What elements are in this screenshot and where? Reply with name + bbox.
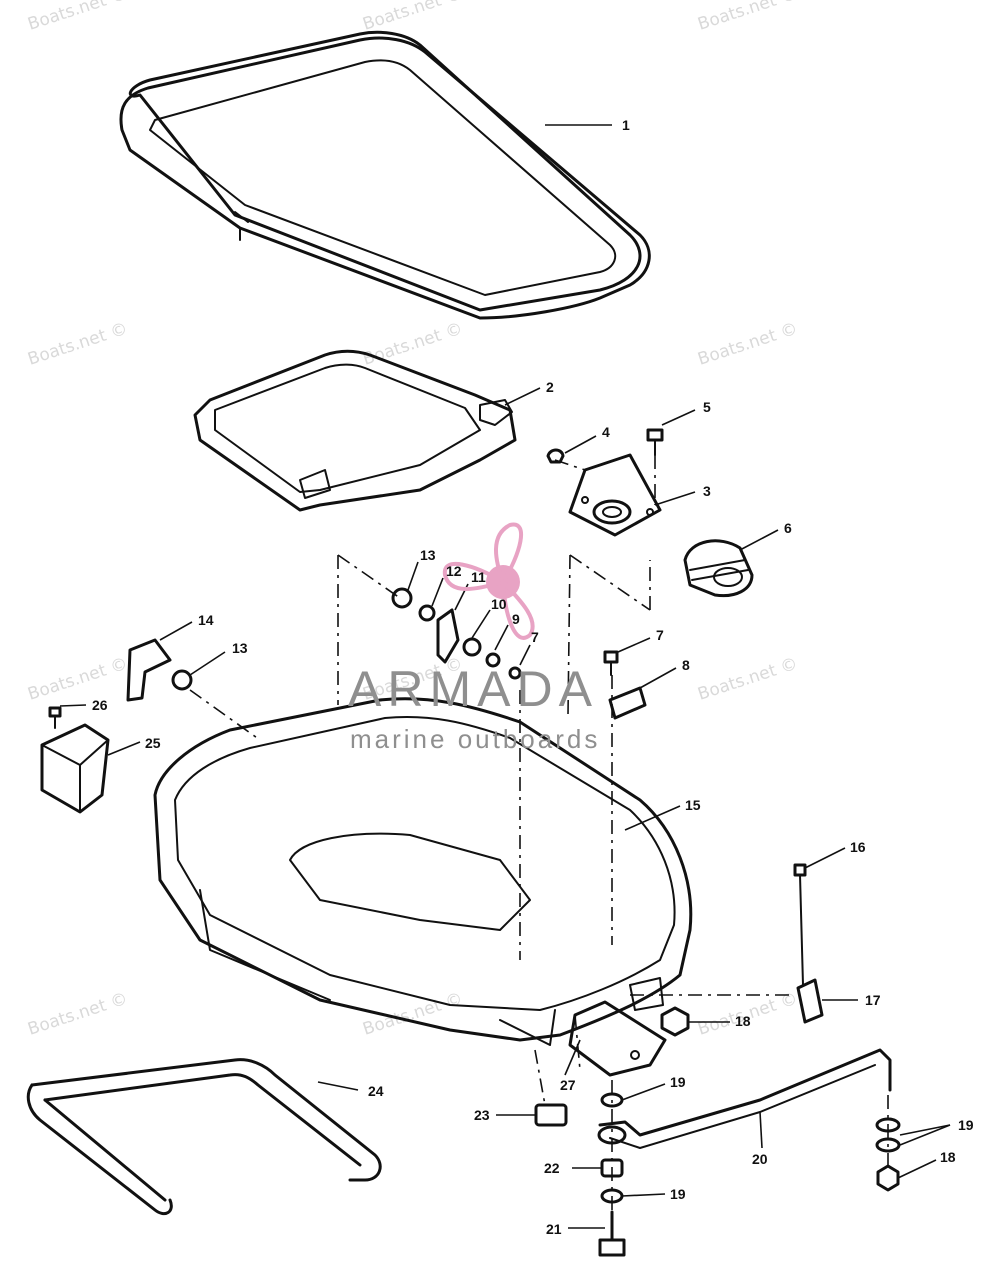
callout-18: 18 xyxy=(735,1013,751,1029)
watermark: Boats.net © xyxy=(25,0,130,35)
callout-27: 27 xyxy=(560,1077,576,1093)
part-18-nut-right[interactable] xyxy=(876,1164,900,1192)
watermark: Boats.net © xyxy=(695,0,800,35)
leader-lines xyxy=(59,124,951,1229)
callout-7: 7 xyxy=(656,627,664,643)
brand-name: ARMADA xyxy=(348,661,598,717)
callout-8: 8 xyxy=(682,657,690,673)
callout-25: 25 xyxy=(145,735,161,751)
part-24-handle[interactable] xyxy=(26,1058,382,1216)
callout-5: 5 xyxy=(703,399,711,415)
callout-4: 4 xyxy=(602,424,610,440)
callout-labels: 1 2 3 4 5 6 7 7 8 9 10 11 12 13 13 14 15… xyxy=(92,117,974,1237)
part-20-link-rod[interactable] xyxy=(597,1048,892,1149)
callout-9: 9 xyxy=(512,611,520,627)
callout-19-c: 19 xyxy=(670,1186,686,1202)
part-5-screw[interactable] xyxy=(646,428,664,456)
callout-20: 20 xyxy=(752,1151,768,1167)
small-hardware-cluster[interactable] xyxy=(391,587,522,680)
part-14-latch-lever[interactable] xyxy=(126,638,193,702)
part-7-screw[interactable] xyxy=(603,650,619,676)
callout-10: 10 xyxy=(491,596,507,612)
part-16-bolt[interactable] xyxy=(793,863,807,986)
part-15-lower-cowl[interactable] xyxy=(153,697,693,1046)
part-6-grommet[interactable] xyxy=(683,539,754,598)
part-25-cover[interactable] xyxy=(40,723,110,814)
watermark: Boats.net © xyxy=(360,0,465,35)
callout-24: 24 xyxy=(368,1083,384,1099)
callout-13: 13 xyxy=(420,547,436,563)
watermark: Boats.net © xyxy=(695,654,800,705)
part-3-bracket-plate[interactable] xyxy=(568,453,662,537)
callout-19: 19 xyxy=(670,1074,686,1090)
part-26-screw[interactable] xyxy=(48,706,62,729)
part-8-clip[interactable] xyxy=(608,686,647,720)
callout-21: 21 xyxy=(546,1221,562,1237)
part-2-lower-seal[interactable] xyxy=(193,349,517,512)
callout-19-b: 19 xyxy=(958,1117,974,1133)
callout-13-b: 13 xyxy=(232,640,248,656)
callout-2: 2 xyxy=(546,379,554,395)
propeller-icon xyxy=(442,522,535,640)
callout-23: 23 xyxy=(474,1107,490,1123)
brand-overlay: ARMADA marine outboards xyxy=(348,522,600,754)
callout-11: 11 xyxy=(471,569,486,585)
watermark: Boats.net © xyxy=(695,319,800,370)
watermark: Boats.net © xyxy=(25,319,130,370)
callout-1: 1 xyxy=(622,117,630,133)
assembly-lines xyxy=(189,455,889,1240)
callout-7-b: 7 xyxy=(531,629,539,645)
part-27-bracket[interactable] xyxy=(568,1000,667,1077)
callout-15: 15 xyxy=(685,797,701,813)
callout-18-b: 18 xyxy=(940,1149,956,1165)
watermarks: Boats.net © Boats.net © Boats.net © Boat… xyxy=(25,0,800,1040)
callout-12: 12 xyxy=(446,563,462,579)
callout-14: 14 xyxy=(198,612,214,628)
callout-6: 6 xyxy=(784,520,792,536)
callout-22: 22 xyxy=(544,1160,560,1176)
part-19-washers[interactable] xyxy=(600,1092,901,1204)
watermark: Boats.net © xyxy=(25,654,130,705)
brand-tagline: marine outboards xyxy=(350,724,600,754)
callout-17: 17 xyxy=(865,992,881,1008)
part-1-seal-frame[interactable] xyxy=(119,30,651,320)
part-17-bracket[interactable] xyxy=(796,978,824,1024)
part-23-plug[interactable] xyxy=(534,1103,568,1127)
part-18-nut[interactable] xyxy=(660,1006,690,1037)
callout-26: 26 xyxy=(92,697,108,713)
callout-3: 3 xyxy=(703,483,711,499)
watermark: Boats.net © xyxy=(25,989,130,1040)
watermark: Boats.net © xyxy=(360,319,465,370)
callout-16: 16 xyxy=(850,839,866,855)
